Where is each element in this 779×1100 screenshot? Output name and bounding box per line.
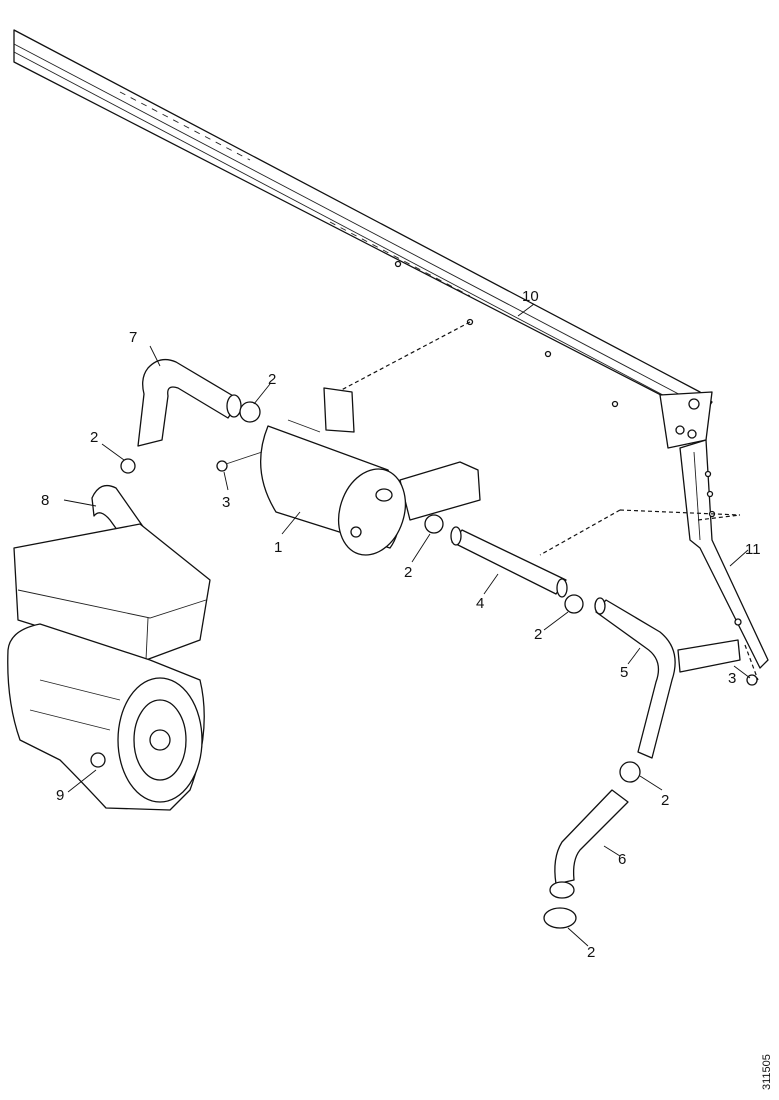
callout-2-compressor: 2 (90, 429, 98, 446)
callout-7: 7 (129, 329, 137, 346)
assembly-lines (329, 321, 759, 681)
mounting-flange (677, 639, 741, 673)
hose-clamps (120, 401, 641, 929)
callout-8: 8 (41, 492, 49, 509)
straight-pipe (450, 526, 568, 598)
callout-10: 10 (522, 288, 539, 305)
callout-11: 11 (745, 541, 761, 558)
clamp-bottom (543, 907, 577, 929)
callout-2-straight-pipe: 2 (534, 626, 542, 643)
callout-2-bent-pipe: 2 (661, 792, 669, 809)
callout-4: 4 (476, 595, 484, 612)
clamp-compressor (120, 458, 136, 474)
drawing-reference-code: 311505 (761, 1054, 773, 1090)
callout-9: 9 (56, 787, 64, 804)
clamp-upper (239, 401, 261, 423)
callout-2-silencer-outlet: 2 (404, 564, 412, 581)
leader-lines (63, 303, 751, 947)
bolts (216, 451, 758, 686)
callout-1: 1 (274, 539, 282, 556)
air-dryer-silencer (259, 387, 481, 556)
hanger-bracket (679, 439, 769, 669)
clamp-straight-pipe (564, 594, 584, 614)
callout-5: 5 (620, 664, 628, 681)
bent-pipe-end (594, 597, 606, 615)
air-compressor (7, 523, 211, 811)
callout-numbers: 7 2 2 8 3 1 2 10 4 2 5 11 3 2 6 2 9 (41, 288, 761, 961)
callout-3-hanger: 3 (728, 670, 736, 687)
callout-6: 6 (618, 851, 626, 868)
lower-flex-pipe-end (549, 881, 575, 899)
frame-rail (13, 29, 713, 449)
lower-flex-pipe (554, 789, 629, 885)
bolt-silencer (216, 460, 228, 472)
callout-2-upper: 2 (268, 371, 276, 388)
inlet-pipe (137, 358, 241, 447)
clamp-silencer-outlet (424, 514, 444, 534)
clamp-bent-pipe (619, 761, 641, 783)
inlet-pipe-end (226, 394, 242, 418)
callout-3-silencer: 3 (222, 494, 230, 511)
bent-pipe (595, 599, 676, 759)
callout-2-bottom: 2 (587, 944, 595, 961)
